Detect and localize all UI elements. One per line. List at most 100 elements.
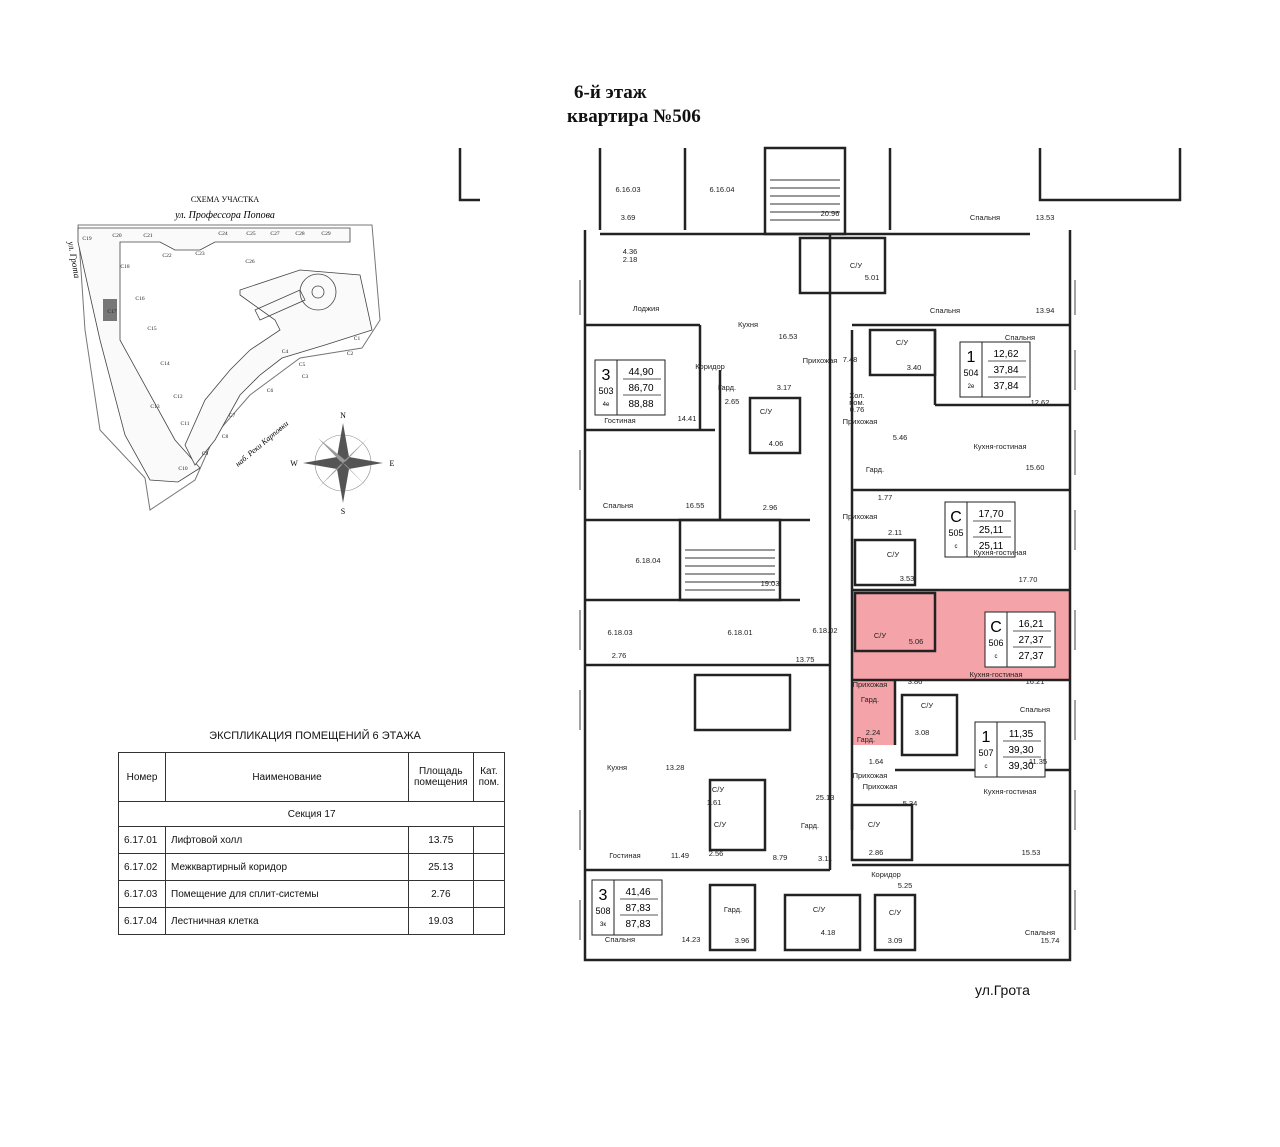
cell-name: Лифтовой холл xyxy=(165,826,409,854)
room-label: 5.06 xyxy=(909,637,924,646)
room-label: 1.61 xyxy=(707,798,722,807)
cell-num: 6.17.01 xyxy=(118,826,166,854)
room-label: 3.53 xyxy=(900,574,915,583)
room-label: 6.16.03 xyxy=(615,185,640,194)
room-label: 13.28 xyxy=(666,763,685,772)
section-label: С27 xyxy=(270,231,279,237)
room-label: С/У xyxy=(868,820,881,829)
apartment-number: 507 xyxy=(978,748,993,758)
room-label: пом. xyxy=(849,398,864,407)
room-label: 8.79 xyxy=(773,853,788,862)
apartment-number: 506 xyxy=(988,638,1003,648)
apartment-number: 503 xyxy=(598,386,613,396)
compass-w: W xyxy=(290,459,298,468)
apartment-area: 27,37 xyxy=(1018,635,1043,646)
apartment-area: 87,83 xyxy=(625,903,650,914)
room-label: 3.09 xyxy=(888,936,903,945)
room-label: 15.74 xyxy=(1041,936,1060,945)
room-label: 15.53 xyxy=(1022,848,1041,857)
apartment-area: 39,30 xyxy=(1008,761,1033,772)
room-label: Гостиная xyxy=(604,416,635,425)
apartment-rooms: С xyxy=(950,509,962,526)
section-label: С18 xyxy=(120,264,129,270)
room-label: 1.77 xyxy=(878,493,893,502)
room-label: Спальня xyxy=(1025,928,1055,937)
apartment-area: 17,70 xyxy=(978,509,1003,520)
room-label: С/У xyxy=(921,701,934,710)
room-label: Спальня xyxy=(970,213,1000,222)
room-label: 17.70 xyxy=(1019,575,1038,584)
room-label: 16.21 xyxy=(1026,677,1045,686)
cell-name: Лестничная клетка xyxy=(165,907,409,935)
room-label: 13.75 xyxy=(796,655,815,664)
room-label: С/У xyxy=(850,261,863,270)
section-label: С20 xyxy=(112,233,121,239)
section-label: С16 xyxy=(135,296,144,302)
cell-area: 25.13 xyxy=(408,853,474,881)
col-area: Площадь помещения xyxy=(408,752,474,802)
apartment-sub: 4е xyxy=(603,402,610,408)
room-label: Хол. xyxy=(849,391,864,400)
room-label: 2.56 xyxy=(709,849,724,858)
apartment-area: 37,84 xyxy=(993,365,1018,376)
room-label: Спальня xyxy=(1020,705,1050,714)
room-label: 6.18.02 xyxy=(812,626,837,635)
cell-area: 13.75 xyxy=(408,826,474,854)
room-label: Лоджия xyxy=(633,304,660,313)
room-label: 13.94 xyxy=(1036,306,1055,315)
section-label: С4 xyxy=(282,349,289,355)
room-label: Спальня xyxy=(930,306,960,315)
section-17-marker xyxy=(103,299,117,321)
section-label: С10 xyxy=(178,466,187,472)
apartment-rooms: С xyxy=(990,619,1002,636)
apartment-area: 41,46 xyxy=(625,887,650,898)
room-label: Прихожая xyxy=(843,417,878,426)
room-label: 6.18.04 xyxy=(635,556,660,565)
apartment-title: квартира №506 xyxy=(567,106,701,127)
section-label: С22 xyxy=(162,253,171,259)
room-label: 5.25 xyxy=(898,881,913,890)
room-label: Кухня xyxy=(607,763,627,772)
room-label: Прихожая xyxy=(803,356,838,365)
apartment-area: 25,11 xyxy=(979,541,1004,552)
apartment-area: 44,90 xyxy=(628,367,653,378)
street-label: ул.Грота xyxy=(975,982,1030,998)
explication-table: Номер Наименование Площадь помещения Кат… xyxy=(117,752,506,935)
room-label: Спальня xyxy=(1005,333,1035,342)
apartment-rooms: 3 xyxy=(602,367,611,384)
room-label: С/У xyxy=(887,550,900,559)
apartment-area: 27,37 xyxy=(1018,651,1043,662)
room-label: 2.24 xyxy=(866,728,881,737)
cell-cat xyxy=(472,907,506,935)
room-label: 3.08 xyxy=(915,728,930,737)
room-label: Прихожая xyxy=(863,782,898,791)
room-label: 11.35 xyxy=(1029,757,1047,766)
cell-num: 6.17.04 xyxy=(118,907,166,935)
room-label: Коридор xyxy=(871,870,901,879)
room-label: 4.36 xyxy=(623,247,638,256)
room-label: 2.18 xyxy=(623,255,638,264)
compass: N S W E xyxy=(290,411,394,516)
room-label: 12.62 xyxy=(1031,398,1050,407)
room-label: С/У xyxy=(896,338,909,347)
room-label: 4.06 xyxy=(769,439,784,448)
windows xyxy=(579,280,1076,940)
room-label: 6.16.04 xyxy=(709,185,734,194)
room-label: 20.96 xyxy=(821,209,840,218)
section-label: С26 xyxy=(245,259,254,265)
section-label: С29 xyxy=(321,231,330,237)
site-scheme: СХЕМА УЧАСТКА ул. Профессора Попова ул. … xyxy=(0,180,410,545)
room-label: Гард. xyxy=(861,695,879,704)
room-label: 15.60 xyxy=(1026,463,1045,472)
room-label: 3.17 xyxy=(777,383,792,392)
cell-area: 2.76 xyxy=(408,880,474,908)
room-label: Гостиная xyxy=(609,851,640,860)
room-label: Спальня xyxy=(605,935,635,944)
apartment-number: 505 xyxy=(948,528,963,538)
apartment-area: 39,30 xyxy=(1008,745,1033,756)
